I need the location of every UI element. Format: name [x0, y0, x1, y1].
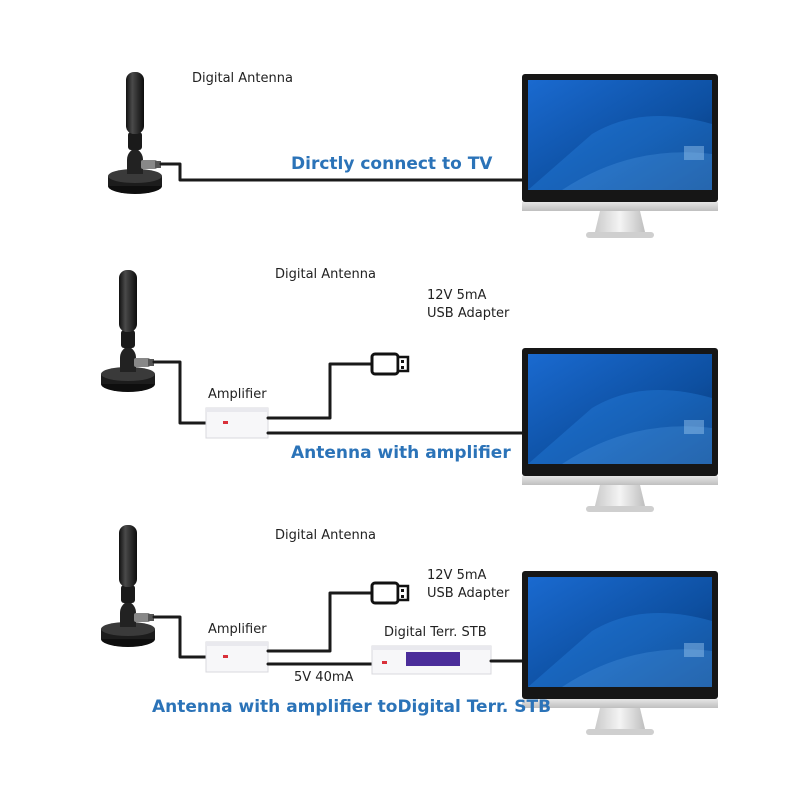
antenna-label: Digital Antenna	[275, 267, 376, 282]
usb-cable	[266, 362, 374, 420]
monitor-icon	[522, 74, 718, 238]
monitor-icon	[522, 348, 718, 512]
panel-caption: Antenna with amplifier toDigital Terr. S…	[152, 697, 551, 717]
coax-cable	[152, 615, 208, 659]
panel-amplifier: Digital Antenna 12V 5mA USB Adapter Ampl…	[101, 267, 718, 512]
antenna-label: Digital Antenna	[275, 528, 376, 543]
amplifier-box	[205, 407, 269, 439]
panel-amplifier-stb: Digital Antenna 12V 5mA USB Adapter Ampl…	[101, 525, 718, 735]
usb-power-label: 12V 5mA	[427, 288, 487, 303]
stb-label: Digital Terr. STB	[384, 625, 487, 640]
stb-display	[406, 652, 460, 666]
usb-adapter-label: USB Adapter	[427, 306, 510, 321]
set-top-box	[371, 645, 492, 675]
amplifier-label: Amplifier	[208, 622, 267, 637]
usb-plug-icon	[370, 581, 410, 605]
antenna-label: Digital Antenna	[192, 71, 293, 86]
panel-caption: Antenna with amplifier	[291, 443, 511, 463]
usb-plug-icon	[370, 352, 410, 376]
antenna-icon	[101, 525, 155, 647]
usb-power-label: 12V 5mA	[427, 568, 487, 583]
monitor-icon	[522, 571, 718, 735]
amplifier-label: Amplifier	[208, 387, 267, 402]
panel-direct: Digital Antenna Dirctly connect to TV	[108, 71, 718, 238]
coax-cable	[159, 162, 527, 182]
antenna-icon	[108, 72, 162, 194]
amplifier-box	[205, 641, 269, 673]
usb-adapter-label: USB Adapter	[427, 586, 510, 601]
usb-cable	[266, 591, 374, 653]
panel-caption: Dirctly connect to TV	[291, 154, 493, 174]
antenna-icon	[101, 270, 155, 392]
coax-cable	[152, 360, 208, 425]
amp-output-label: 5V 40mA	[294, 670, 354, 685]
